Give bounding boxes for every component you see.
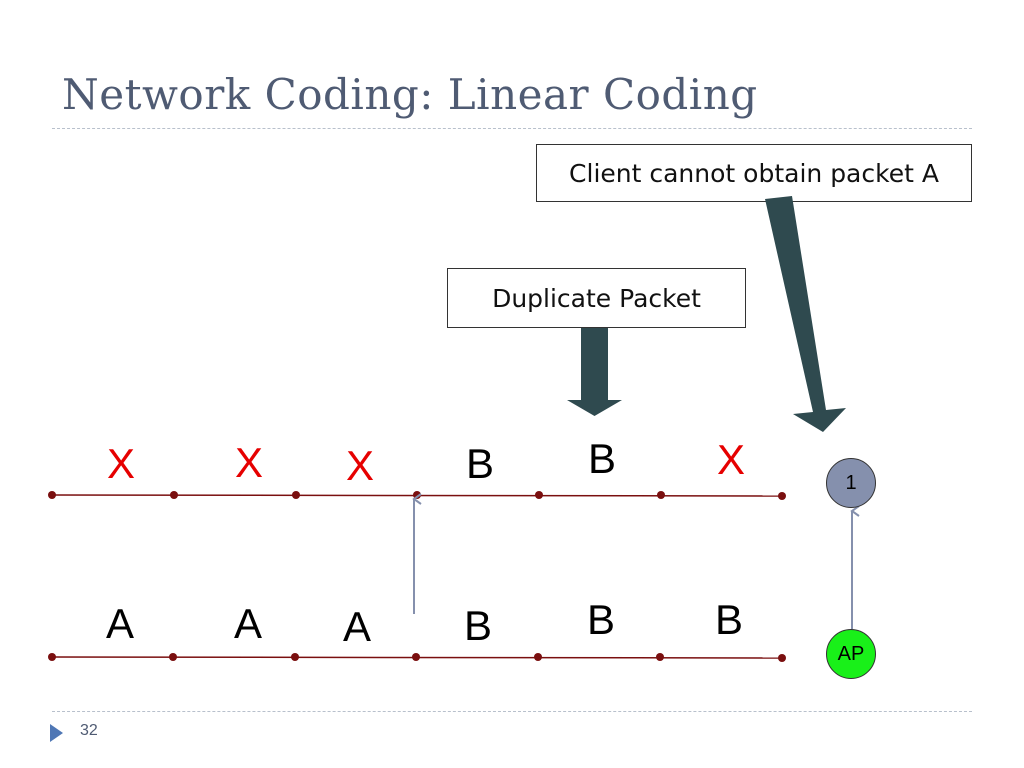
ap-node: AP <box>826 629 876 679</box>
bottom-slot-3: A <box>342 603 371 650</box>
ap-node-label: AP <box>837 642 865 665</box>
bottom-slot-1: A <box>105 600 134 647</box>
top-slot-4: B <box>465 440 494 487</box>
top-tick <box>170 491 178 499</box>
client-cannot-obtain-arrow <box>765 196 846 432</box>
top-slot-5: B <box>587 435 616 482</box>
client-node: 1 <box>826 458 876 508</box>
bottom-tick <box>169 653 177 661</box>
callout-client-cannot-obtain: Client cannot obtain packet A <box>536 144 972 202</box>
bottom-tick <box>412 653 420 661</box>
bottom-tick <box>534 653 542 661</box>
top-slot-2: X <box>234 439 263 486</box>
footer-divider <box>52 711 972 712</box>
slide-title: Network Coding: Linear Coding <box>62 70 758 119</box>
bottom-tick <box>778 654 786 662</box>
footer-triangle-icon <box>50 724 63 742</box>
bottom-tick <box>291 653 299 661</box>
top-tick <box>413 491 421 499</box>
top-slot-3: X <box>345 442 374 489</box>
top-tick <box>535 491 543 499</box>
top-tick <box>48 491 56 499</box>
bottom-tick <box>656 653 664 661</box>
bottom-slot-2: A <box>233 600 262 647</box>
bottom-slot-4: B <box>463 602 492 649</box>
bottom-tick <box>48 653 56 661</box>
bottom-slot-6: B <box>714 596 743 643</box>
top-tick <box>657 491 665 499</box>
bottom-slot-5: B <box>586 596 615 643</box>
duplicate-packet-arrow <box>567 328 622 416</box>
top-tick <box>292 491 300 499</box>
page-number: 32 <box>80 722 98 739</box>
title-divider <box>52 128 972 129</box>
top-slot-6: X <box>716 436 745 483</box>
callout-duplicate-packet: Duplicate Packet <box>447 268 746 328</box>
client-node-label: 1 <box>845 471 857 494</box>
top-tick <box>778 492 786 500</box>
bottom-timeline-ticks <box>48 653 786 662</box>
top-slot-1: X <box>106 440 135 487</box>
